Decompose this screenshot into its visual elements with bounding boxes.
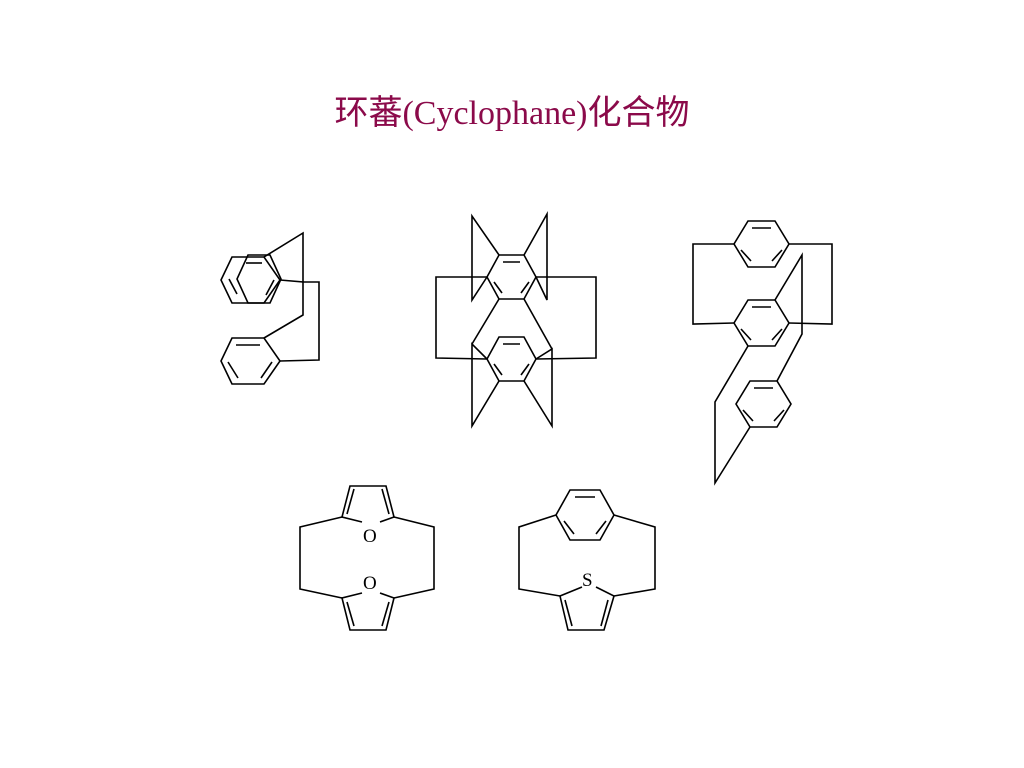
aromatic-inner-bonds [771,249,783,262]
aromatic-inner-bonds [773,409,785,422]
bridge [523,210,548,301]
thiophene-ring [559,586,615,631]
aromatic-inner-bonds [771,328,783,341]
benzene-thiophene-phane-structure: S [518,489,656,631]
bridge [471,298,500,345]
bridge [299,516,343,599]
furan-ring [341,592,395,631]
metacyclophane-structure [220,231,320,385]
aromatic-inner-bonds [520,281,530,294]
bridge [471,342,500,429]
aromatic-inner-bonds [740,328,752,341]
aromatic-inner-bonds [493,363,503,376]
aromatic-inner-bonds [600,599,609,627]
benzene-ring [236,254,282,304]
aromatic-inner-bonds [346,488,355,515]
bridge [774,252,803,382]
aromatic-inner-bonds [595,520,607,535]
bridge [788,243,833,325]
aromatic-inner-bonds [563,520,575,535]
sulfur-atom-label: S [582,570,593,591]
aromatic-inner-bonds [346,601,355,627]
slide-title: 环蕃(Cyclophane)化合物 [334,95,690,132]
aromatic-inner-bonds [227,361,239,379]
aromatic-inner-bonds [381,488,390,515]
aromatic-inner-bonds [381,601,390,627]
bridge [263,231,320,362]
aromatic-inner-bonds [493,281,503,294]
bridge [714,345,751,486]
bridge [523,347,553,429]
stacked-paracyclophane-structure [435,210,597,429]
oxygen-atom-label: O [363,573,377,594]
aromatic-inner-bonds [740,249,752,262]
bridge [518,514,561,597]
aromatic-inner-bonds [742,409,754,422]
bridge [471,213,500,303]
bridge [435,276,488,360]
bridge [263,279,304,339]
difuranophane-structure: O O [299,485,435,631]
aromatic-inner-bonds [520,363,530,376]
bridge [535,276,597,360]
bridge [613,514,656,597]
bridge [523,298,553,350]
bridge [692,243,735,325]
bridge [393,516,435,599]
aromatic-inner-bonds [265,279,275,296]
oxygen-atom-label: O [363,526,377,547]
aromatic-inner-bonds [564,599,573,627]
aromatic-inner-bonds [228,278,238,295]
triple-layered-paracyclophane-structure [692,220,833,486]
aromatic-inner-bonds [260,361,273,379]
furan-ring [341,485,395,523]
